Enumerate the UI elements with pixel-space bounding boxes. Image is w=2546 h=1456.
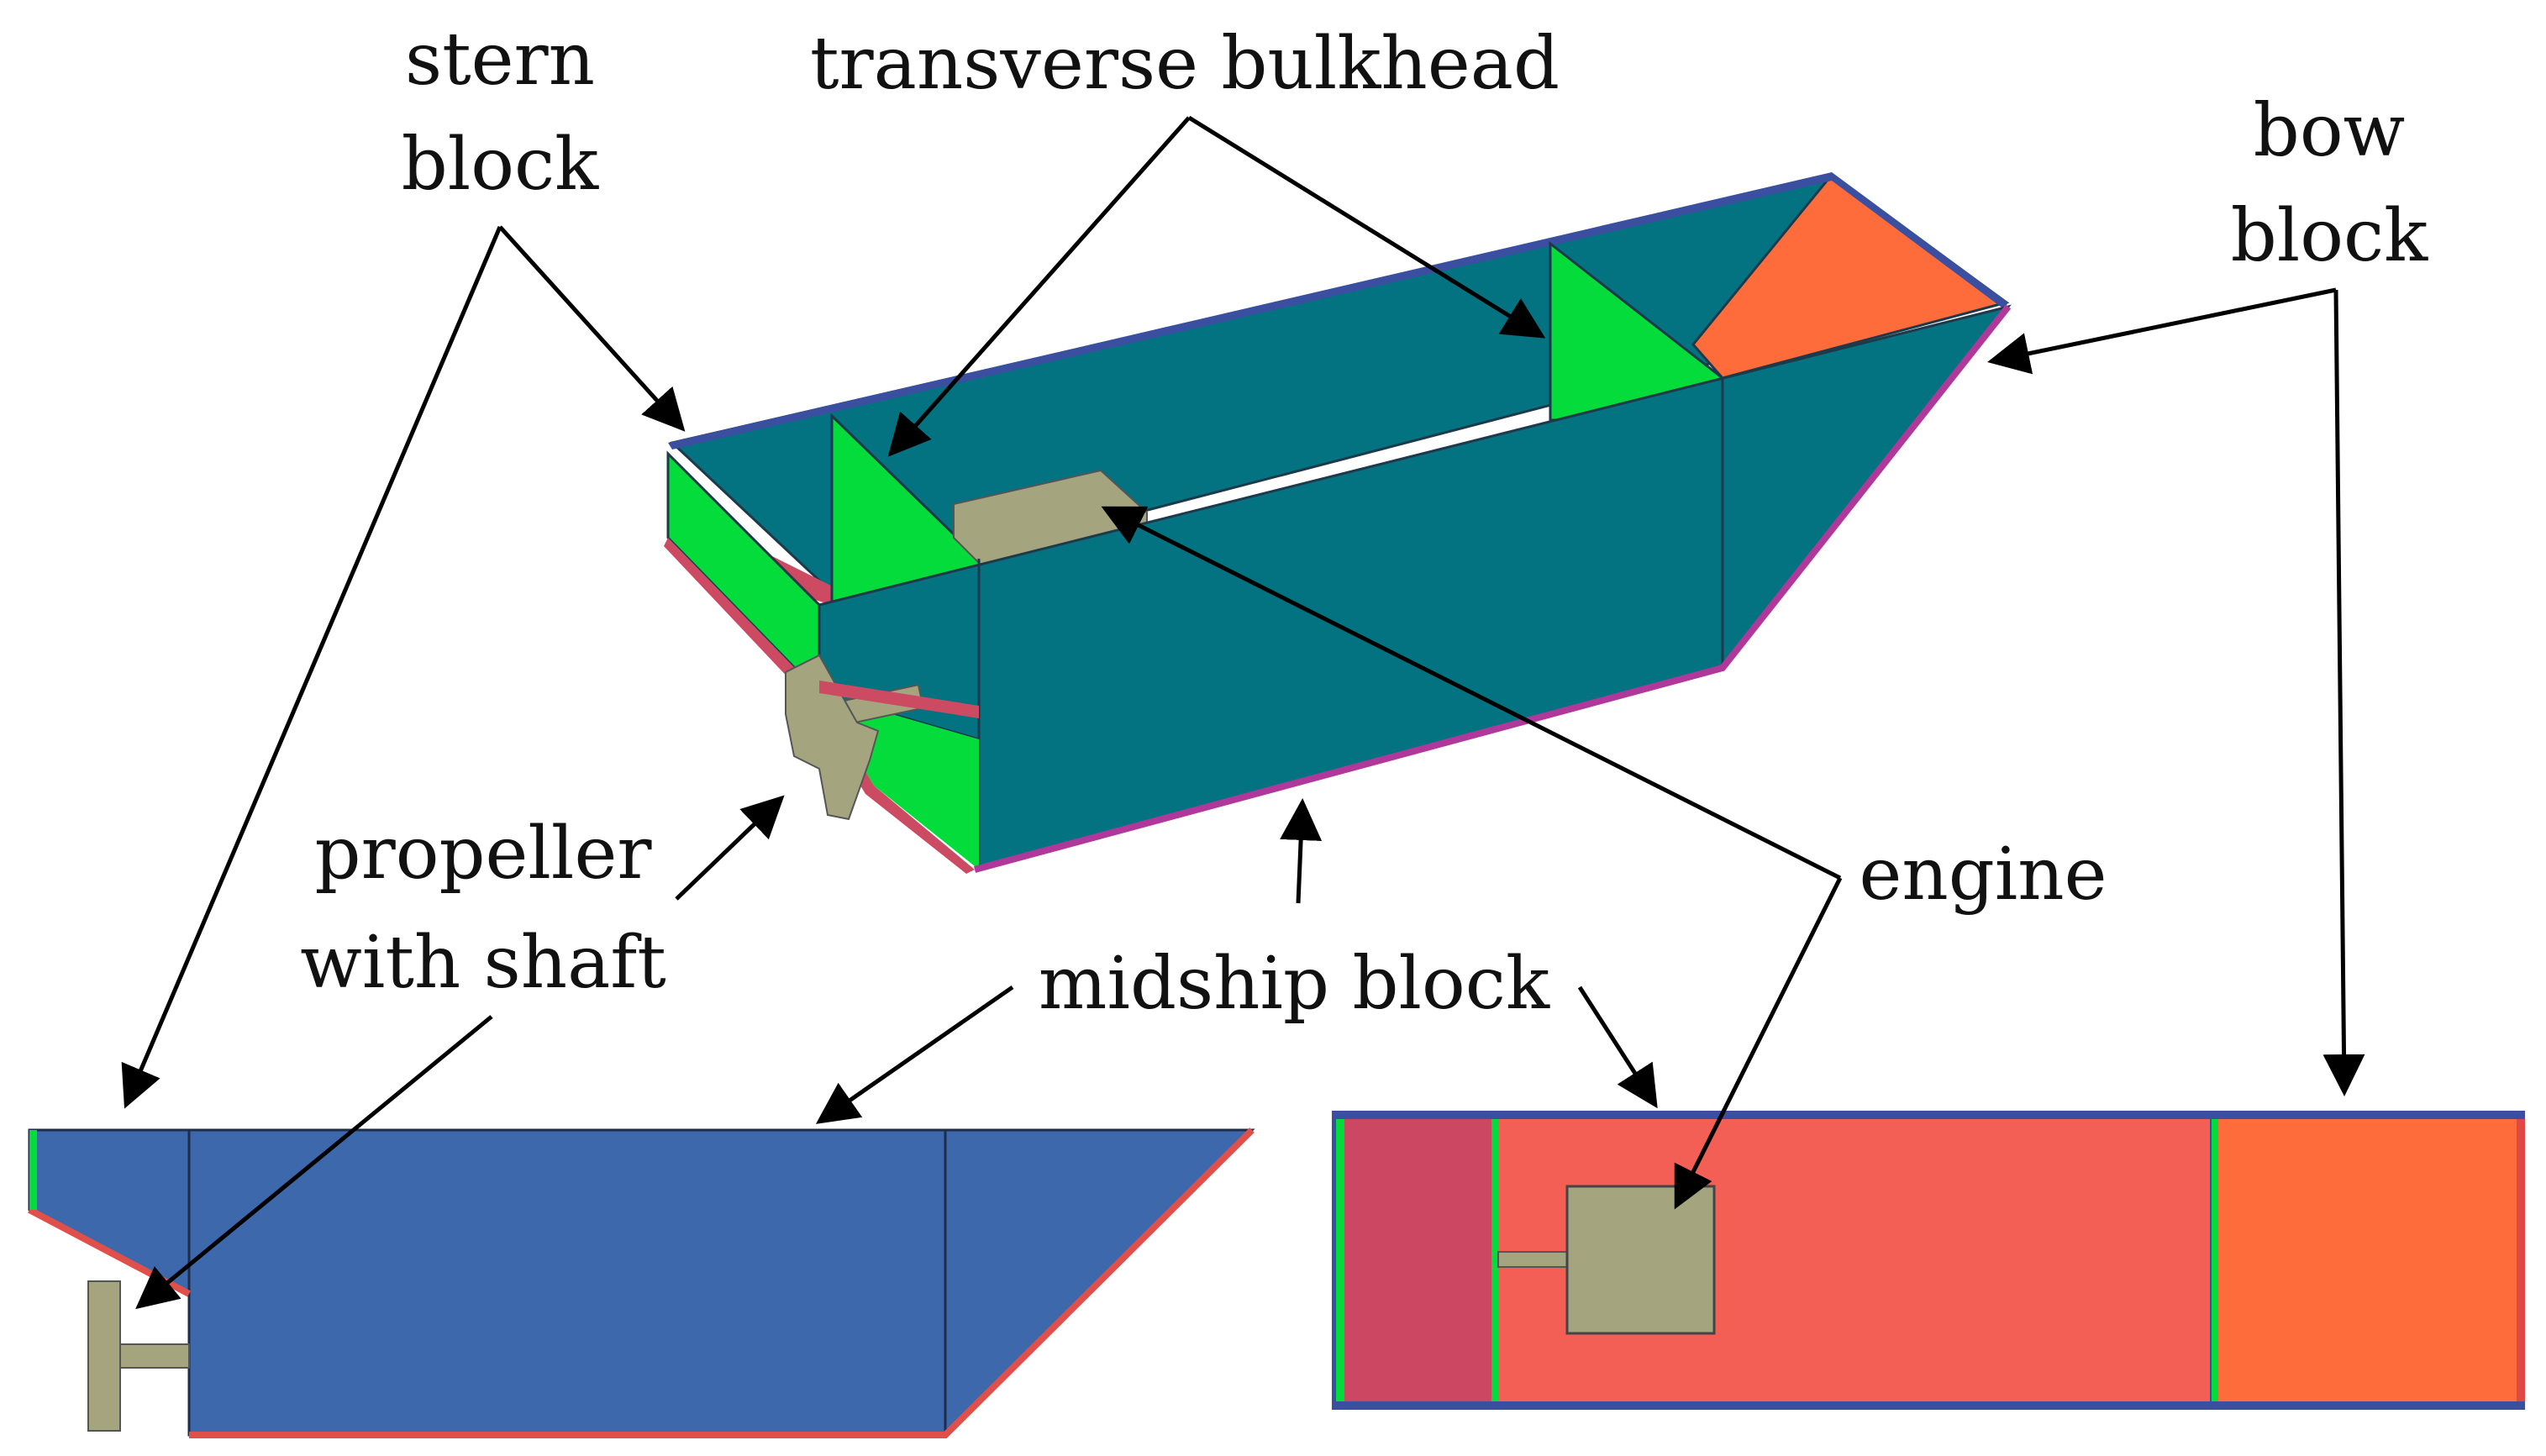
isometric-ship-view xyxy=(664,172,2012,874)
arrow-propeller-side xyxy=(135,1015,493,1310)
stern-interior xyxy=(769,555,836,605)
top-view xyxy=(1332,1111,2525,1410)
top-bow-edge xyxy=(2517,1119,2525,1401)
arrow-midship-top xyxy=(1577,986,1658,1109)
top-shaft xyxy=(1497,1251,1569,1268)
top-bulkhead-1 xyxy=(1491,1119,1498,1401)
side-propeller xyxy=(87,1280,121,1432)
arrow-engine-top xyxy=(1674,876,1843,1210)
top-bulkhead-2 xyxy=(2212,1119,2218,1401)
arrow-midship-3d xyxy=(1280,798,1323,904)
annotation-arrows xyxy=(121,115,2365,1310)
side-hull xyxy=(28,1128,1255,1437)
arrow-bulkhead-stern xyxy=(887,116,1191,457)
propeller-3d xyxy=(785,654,880,821)
label-midship-block: midship block xyxy=(1039,942,1550,1026)
side-shaft xyxy=(117,1343,190,1369)
side-stern-bulkhead xyxy=(29,1130,37,1210)
arrow-stern-to-3d xyxy=(498,225,686,432)
arrow-bulkhead-bow xyxy=(1187,115,1546,339)
label-engine: engine xyxy=(1859,833,2107,917)
label-bow-line2: block xyxy=(2231,194,2428,278)
arrow-propeller-3d xyxy=(675,795,785,901)
top-bow-section xyxy=(2218,1119,2517,1401)
side-keel-edge xyxy=(189,1127,1255,1438)
side-view xyxy=(28,1127,1255,1438)
label-transverse-bulkhead: transverse bulkhead xyxy=(810,22,1560,106)
label-stern-line1: stern xyxy=(405,18,595,102)
top-engine xyxy=(1565,1185,1716,1335)
arrow-engine-3d xyxy=(1101,506,1842,880)
label-stern-line2: block xyxy=(402,123,599,207)
arrow-bow-to-top xyxy=(2322,289,2365,1096)
arrow-bow-to-3d xyxy=(1987,287,2337,375)
keel-edge xyxy=(973,304,2012,873)
overhang-plate xyxy=(819,681,979,718)
top-stern-section xyxy=(1344,1119,1491,1401)
label-propeller-line1: propeller xyxy=(315,812,653,896)
top-stern-bulkhead xyxy=(1336,1119,1344,1401)
label-bow-line1: bow xyxy=(2254,89,2405,173)
label-propeller-line2: with shaft xyxy=(300,921,666,1005)
arrow-midship-side xyxy=(815,985,1014,1124)
arrow-stern-to-side xyxy=(121,226,502,1109)
